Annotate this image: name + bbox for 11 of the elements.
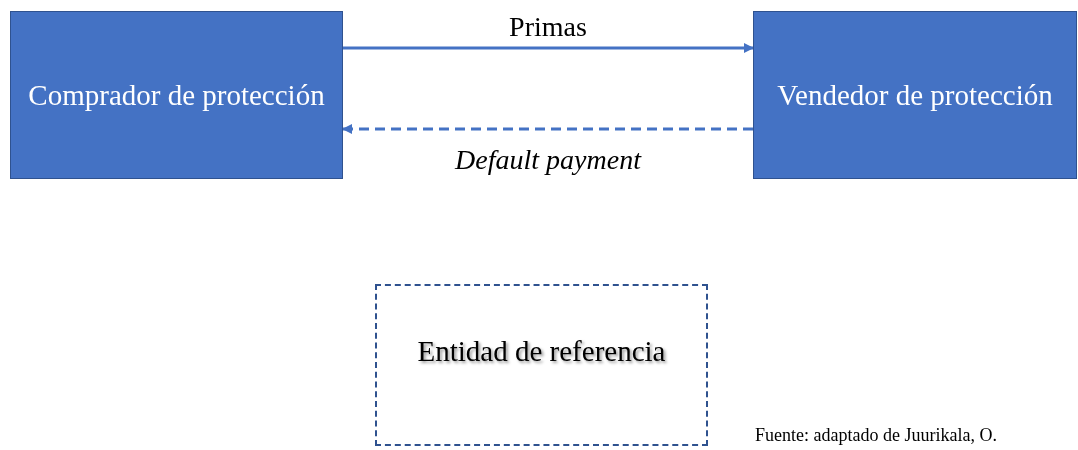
process-box [10, 11, 343, 179]
node-label: Comprador de protección [28, 77, 325, 113]
edge-label: Primas [508, 10, 588, 44]
dashed-box [375, 284, 708, 446]
arrow [342, 124, 753, 134]
node-label: Entidad de referencia [417, 334, 666, 369]
edge-label: Default payment [453, 143, 643, 177]
arrow [343, 43, 754, 53]
process-box [753, 11, 1077, 179]
node-label: Vendedor de protección [777, 77, 1053, 113]
source-note: Fuente: adaptado de Juurikala, O. [755, 424, 997, 446]
